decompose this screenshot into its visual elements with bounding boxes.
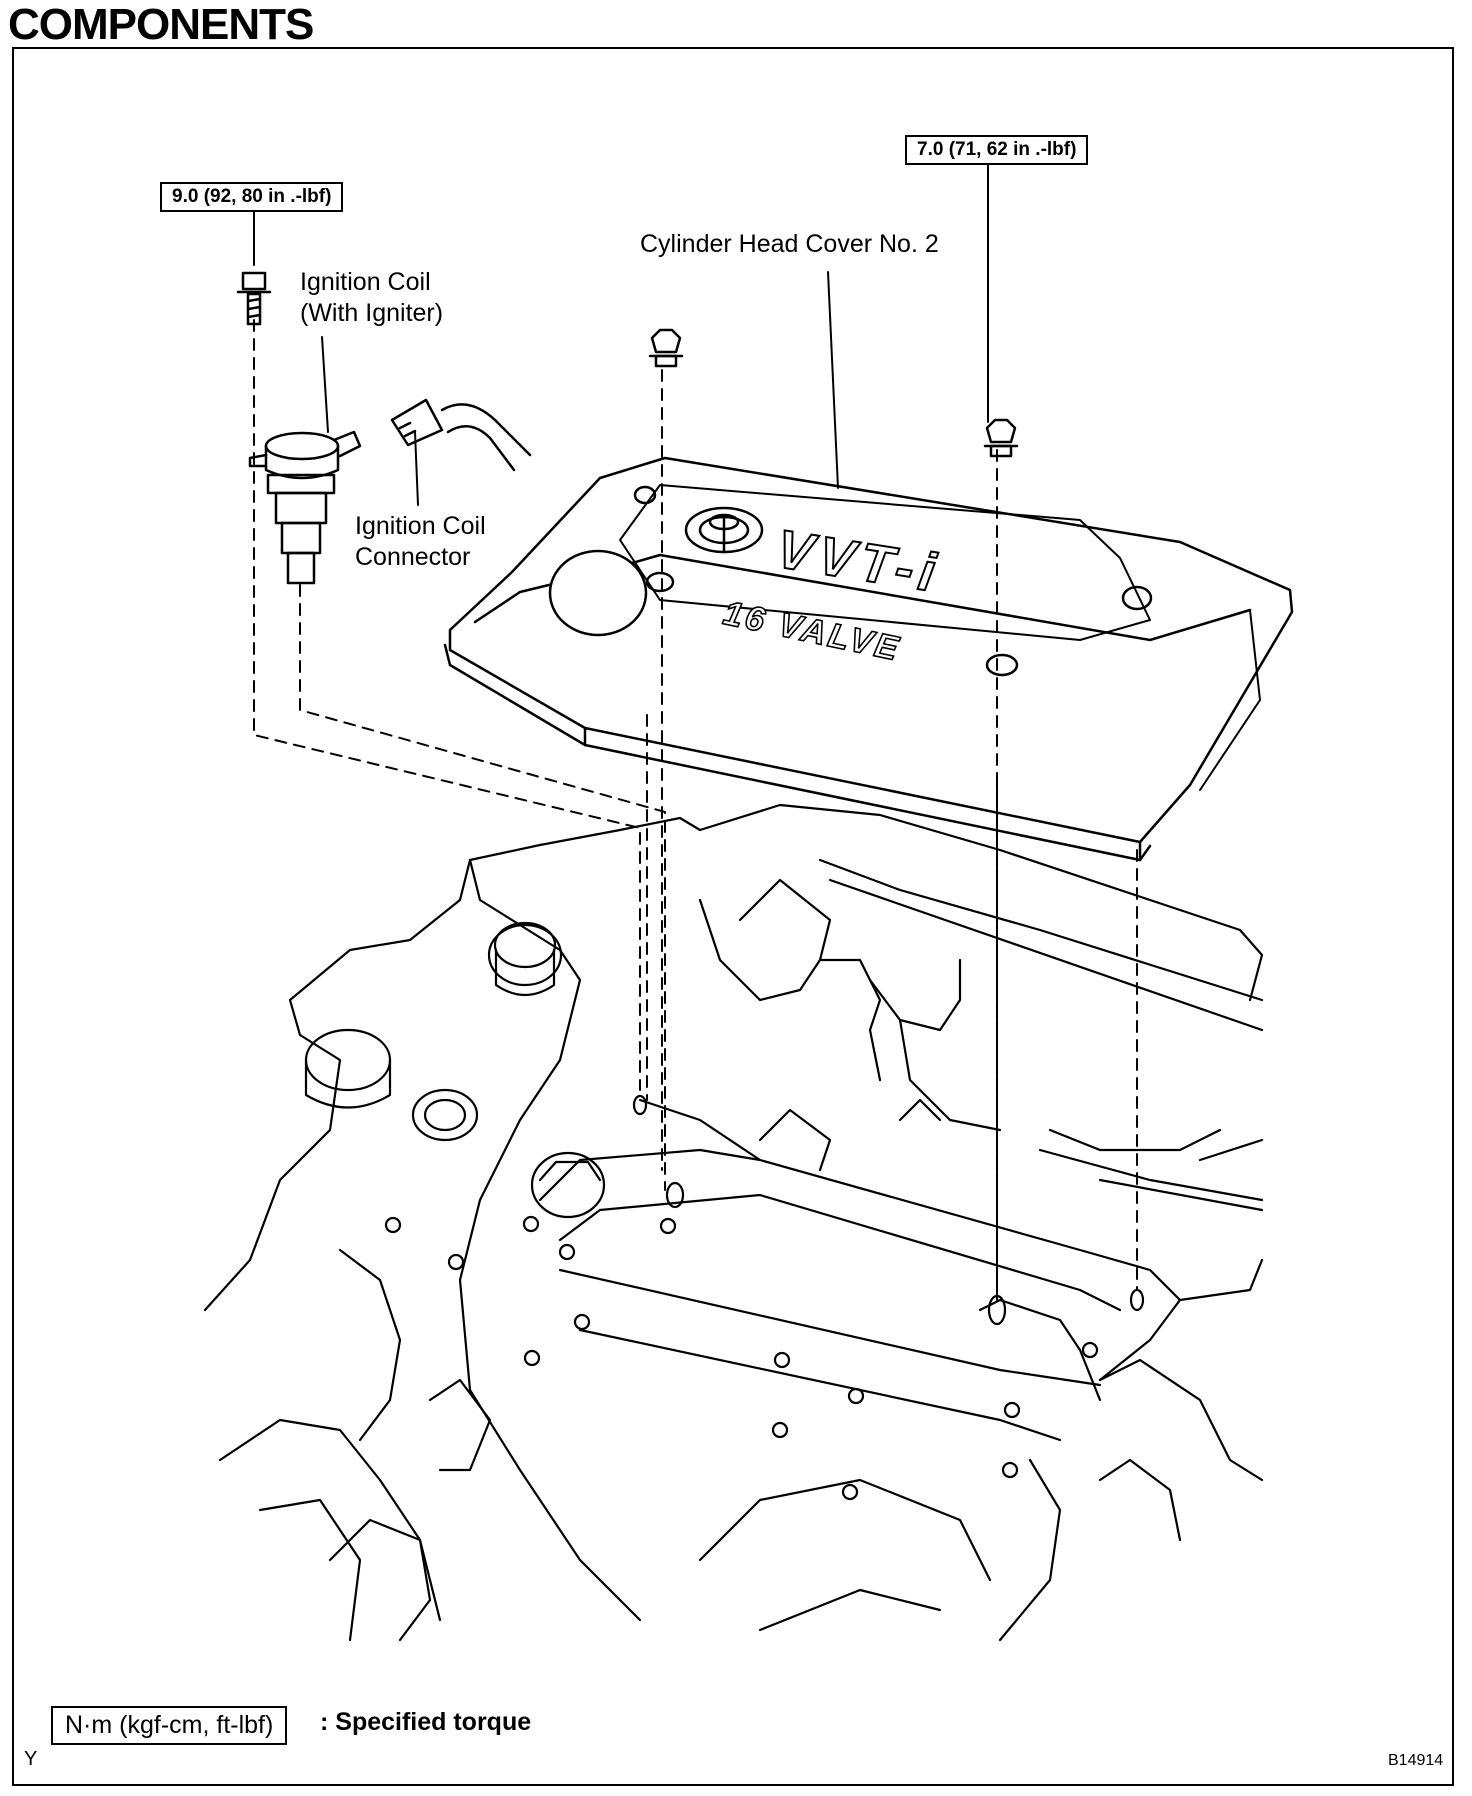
legend-meaning: : Specified torque [320, 1708, 532, 1736]
label-ignition-coil-line2: (With Igniter) [300, 299, 444, 327]
connector-icon [390, 398, 532, 472]
legend-unit-box: N·m (kgf-cm, ft-lbf) [51, 1706, 288, 1745]
nut-icon [648, 328, 684, 368]
label-coil-connector-line1: Ignition Coil [355, 512, 486, 540]
diagram-frame [12, 47, 1454, 1786]
corner-mark: Y [24, 1748, 38, 1770]
torque-spec-head-cover-nut: 7.0 (71, 62 in .-lbf) [905, 135, 1089, 165]
label-ignition-coil: Ignition Coil (With Igniter) [300, 267, 443, 329]
ignition-coil-icon [248, 430, 362, 585]
label-coil-connector-line2: Connector [355, 543, 471, 571]
assembly-guide-lines [253, 319, 1138, 1301]
torque-spec-ignition-coil-bolt: 9.0 (92, 80 in .-lbf) [160, 182, 344, 212]
page-title: COMPONENTS [8, 0, 314, 49]
label-ignition-coil-connector: Ignition Coil Connector [355, 511, 486, 573]
leader-lines [253, 164, 989, 506]
toyota-logo-icon [684, 506, 764, 554]
cylinder-head-cover [443, 456, 1294, 862]
bolt-icon [236, 271, 272, 326]
engine-compartment [203, 803, 1264, 1642]
nut-icon [983, 418, 1019, 458]
label-ignition-coil-line1: Ignition Coil [300, 268, 431, 296]
label-cylinder-head-cover: Cylinder Head Cover No. 2 [640, 230, 939, 258]
figure-id: B14914 [1388, 1752, 1444, 1769]
